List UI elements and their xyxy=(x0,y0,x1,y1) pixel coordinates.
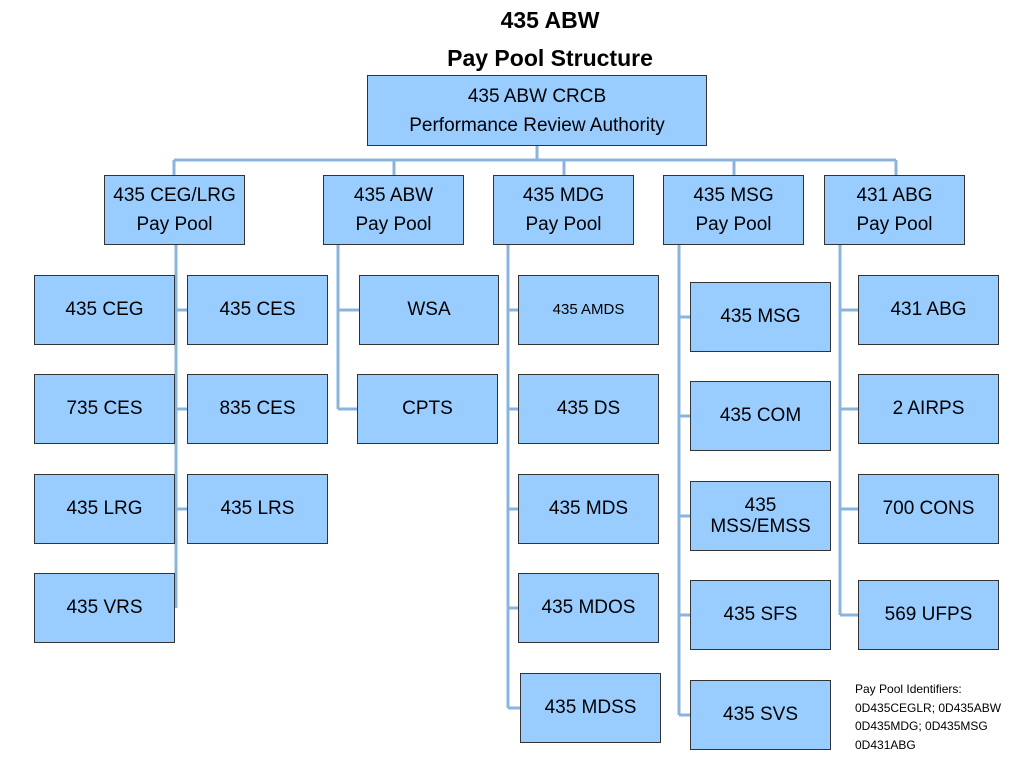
pool-box-msg: 435 MSG Pay Pool xyxy=(663,175,804,245)
unit-box-435-msg: 435 MSG xyxy=(690,282,831,352)
pool-box-ceg-lrg: 435 CEG/LRG Pay Pool xyxy=(104,175,245,245)
pool-box-abg: 431 ABG Pay Pool xyxy=(824,175,965,245)
pool-label: Pay Pool xyxy=(695,214,772,235)
pay-pool-identifiers-note: Pay Pool Identifiers: 0D435CEGLR; 0D435A… xyxy=(855,680,1001,754)
note-line-3: 0D431ABG xyxy=(855,737,916,752)
crcb-box: 435 ABW CRCB Performance Review Authorit… xyxy=(367,75,707,146)
unit-box-2-airps: 2 AIRPS xyxy=(858,374,999,444)
pool-label: Pay Pool xyxy=(856,214,933,235)
unit-box-700-cons: 700 CONS xyxy=(858,474,999,544)
unit-box-569-ufps: 569 UFPS xyxy=(858,580,999,650)
note-line-2: 0D435MDG; 0D435MSG xyxy=(855,719,988,733)
unit-box-735-ces: 735 CES xyxy=(34,374,175,444)
note-line-1: 0D435CEGLR; 0D435ABW xyxy=(855,700,1002,715)
unit-name-line-2: MSS/EMSS xyxy=(710,516,811,537)
unit-box-435-ds: 435 DS xyxy=(518,374,659,444)
unit-box-cpts: CPTS xyxy=(357,374,498,444)
unit-box-435-lrs: 435 LRS xyxy=(187,474,328,544)
unit-box-835-ces: 835 CES xyxy=(187,374,328,444)
pool-name: 435 CEG/LRG xyxy=(113,185,236,206)
note-heading: Pay Pool Identifiers: xyxy=(855,682,962,696)
pool-label: Pay Pool xyxy=(355,214,432,235)
pool-name: 435 MSG xyxy=(693,185,774,206)
unit-box-wsa: WSA xyxy=(359,275,499,345)
unit-box-435-ces: 435 CES xyxy=(187,275,328,345)
pool-name: 435 ABW xyxy=(353,185,434,206)
pool-box-mdg: 435 MDG Pay Pool xyxy=(493,175,634,245)
unit-box-435-mdss: 435 MDSS xyxy=(520,673,661,743)
unit-box-435-com: 435 COM xyxy=(690,381,831,451)
unit-box-431-abg: 431 ABG xyxy=(858,275,999,345)
unit-box-435-mds: 435 MDS xyxy=(518,474,659,544)
unit-box-435-mdos: 435 MDOS xyxy=(518,573,659,643)
unit-box-435-svs: 435 SVS xyxy=(690,680,831,750)
unit-box-435-sfs: 435 SFS xyxy=(690,580,831,650)
crcb-title: 435 ABW CRCB xyxy=(467,85,607,107)
unit-box-435-ceg: 435 CEG xyxy=(34,275,175,345)
pool-name: 431 ABG xyxy=(856,185,933,206)
chart-title-line-1: 435 ABW xyxy=(500,7,600,33)
pool-label: Pay Pool xyxy=(525,214,602,235)
unit-name-line-1: 435 xyxy=(744,495,777,516)
pool-label: Pay Pool xyxy=(136,214,213,235)
unit-box-435-lrg: 435 LRG xyxy=(34,474,175,544)
pool-name: 435 MDG xyxy=(522,185,605,206)
crcb-subtitle: Performance Review Authority xyxy=(409,114,665,136)
unit-box-435-amds: 435 AMDS xyxy=(518,275,659,345)
unit-box-435-vrs: 435 VRS xyxy=(34,573,175,643)
chart-title-line-2: Pay Pool Structure xyxy=(447,45,653,71)
pool-box-abw: 435 ABW Pay Pool xyxy=(323,175,464,245)
unit-box-435-mss-emss: 435 MSS/EMSS xyxy=(690,481,831,551)
